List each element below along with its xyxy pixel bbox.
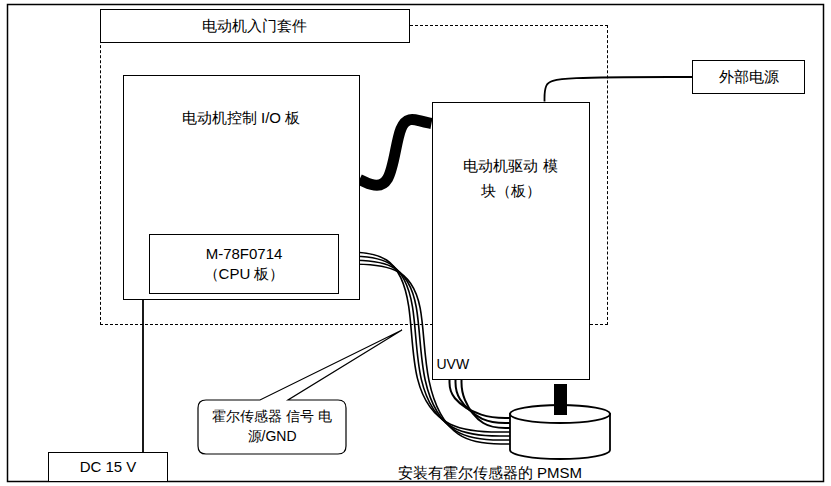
box-label: 安装有霍尔传感器的 PMSM (398, 464, 582, 482)
box-label: M-78F0714 （CPU 板） (188, 244, 300, 285)
callout-outline (198, 330, 402, 454)
cpu-board: M-78F0714 （CPU 板） (149, 234, 339, 294)
box-label: 电动机入门套件 (100, 9, 410, 43)
connector-group (545, 77, 693, 102)
wire-strand (462, 380, 511, 429)
pmsm-motor: 安装有霍尔传感器的 PMSM (330, 380, 650, 483)
box-label: 电动机控制 I/O 板 (166, 106, 316, 130)
wire-strand (456, 380, 511, 424)
kit-region: 电动机入门套件电动机控制 I/O 板M-78F0714 （CPU 板）电动机驱动… (100, 25, 608, 325)
outer-frame (8, 5, 824, 482)
io-board: 电动机控制 I/O 板 M-78F0714 （CPU 板） (123, 75, 360, 300)
box-label: 外部电源 (719, 66, 779, 89)
connector-group (360, 119, 432, 185)
callout-shape (198, 400, 346, 454)
box-label: DC 15 V (80, 456, 137, 479)
connector (360, 119, 432, 185)
connector-group (143, 300, 144, 453)
box-label: 霍尔传感器 信号 电源/GND (209, 407, 335, 446)
dc-supply-box: DC 15 V (48, 452, 168, 482)
callout-bubble: 霍尔传感器 信号 电源/GND (198, 400, 346, 454)
motor-shaft (554, 384, 567, 415)
drive-module: 电动机驱动 模块（板） UVW (432, 102, 590, 380)
power-box: 外部电源 (692, 60, 805, 94)
connector (142, 300, 144, 453)
terminal-label: UVW (437, 354, 470, 375)
box-label: 电动机驱动 模块（板） (461, 153, 561, 204)
connector (545, 77, 693, 102)
connector-group (450, 380, 511, 429)
